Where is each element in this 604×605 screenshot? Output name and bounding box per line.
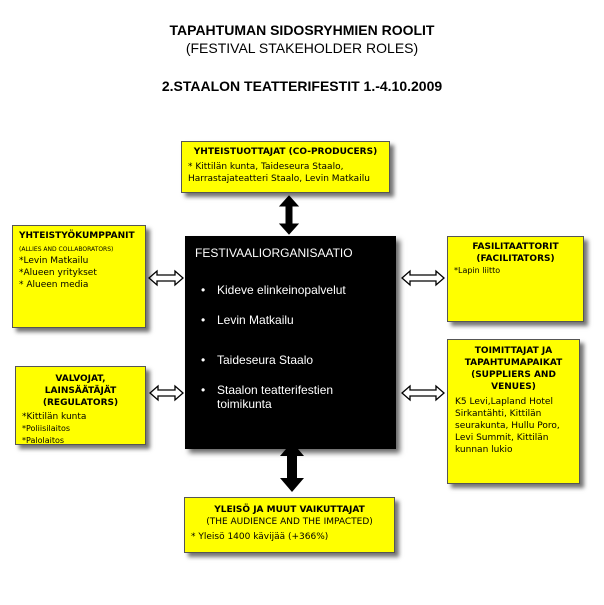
facilitators-item: *Lapin liitto — [454, 266, 501, 275]
suppliers-box: TOIMITTAJAT JA TAPAHTUMAPAIKAT (SUPPLIER… — [447, 339, 580, 484]
center-item: •Levin Matkailu — [201, 313, 294, 327]
center-item: •Taideseura Staalo — [201, 353, 314, 367]
audience-sub: (THE AUDIENCE AND THE IMPACTED) — [206, 517, 373, 527]
facilitators-box: FASILITAATTORIT (FACILITATORS) *Lapin li… — [447, 236, 584, 322]
audience-heading: YLEISÖ JA MUUT VAIKUTTAJAT — [214, 505, 365, 515]
regulators-heading: VALVOJAT, LAINSÄÄTÄJÄT — [44, 374, 117, 396]
partners-heading: YHTEISTYÖKUMPPANIT — [19, 231, 135, 241]
facilitators-sub: (FACILITATORS) — [476, 254, 555, 264]
partners-item: *Alueen yritykset — [19, 268, 97, 278]
page-title: TAPAHTUMAN SIDOSRYHMIEN ROOLIT — [169, 22, 435, 38]
audience-text: * Yleisö 1400 kävijää (+366%) — [191, 532, 329, 542]
arrow-facilitators — [401, 269, 445, 287]
suppliers-heading: TOIMITTAJAT JA TAPAHTUMAPAIKAT — [464, 346, 563, 368]
audience-box: YLEISÖ JA MUUT VAIKUTTAJAT (THE AUDIENCE… — [184, 497, 395, 553]
coproducers-heading: YHTEISTUOTTAJAT (CO-PRODUCERS) — [193, 147, 378, 157]
regulators-item: *Palolaitos — [22, 436, 65, 445]
arrow-regulators — [149, 384, 184, 402]
center-item: •Staalon teatterifestien toimikunta — [201, 383, 334, 411]
partners-item: *Levin Matkailu — [19, 256, 89, 266]
suppliers-sub: (SUPPLIERS AND VENUES) — [471, 370, 556, 392]
regulators-item: *Kittilän kunta — [22, 412, 87, 422]
arrow-partners — [148, 269, 184, 287]
facilitators-heading: FASILITAATTORIT — [472, 242, 559, 252]
regulators-box: VALVOJAT, LAINSÄÄTÄJÄT (REGULATORS) *Kit… — [15, 366, 146, 445]
center-title: FESTIVAALIORGANISAATIO — [195, 246, 353, 260]
regulators-item: *Poliisilaitos — [22, 424, 71, 433]
arrow-suppliers — [401, 384, 445, 402]
arrow-audience — [280, 442, 304, 492]
partners-box: YHTEISTYÖKUMPPANIT (ALLIES AND COLLABORA… — [12, 225, 146, 328]
suppliers-text: K5 Levi,Lapland Hotel Sirkantähti, Kitti… — [455, 397, 563, 455]
event-title: 2.STAALON TEATTERIFESTIT 1.-4.10.2009 — [161, 78, 443, 94]
festival-organisation-box: FESTIVAALIORGANISAATIO •Kideve elinkeino… — [185, 236, 396, 449]
page-subtitle: (FESTIVAL STAKEHOLDER ROLES) — [185, 40, 419, 56]
coproducers-text: * Kittilän kunta, Taideseura Staalo, Har… — [188, 162, 370, 184]
coproducers-box: YHTEISTUOTTAJAT (CO-PRODUCERS) * Kittilä… — [181, 141, 390, 193]
partners-sub: (ALLIES AND COLLABORATORS) — [19, 246, 114, 253]
center-item: •Kideve elinkeinopalvelut — [201, 283, 346, 297]
regulators-sub: (REGULATORS) — [42, 398, 119, 408]
partners-item: * Alueen media — [19, 280, 89, 290]
arrow-coproducers — [278, 195, 300, 235]
